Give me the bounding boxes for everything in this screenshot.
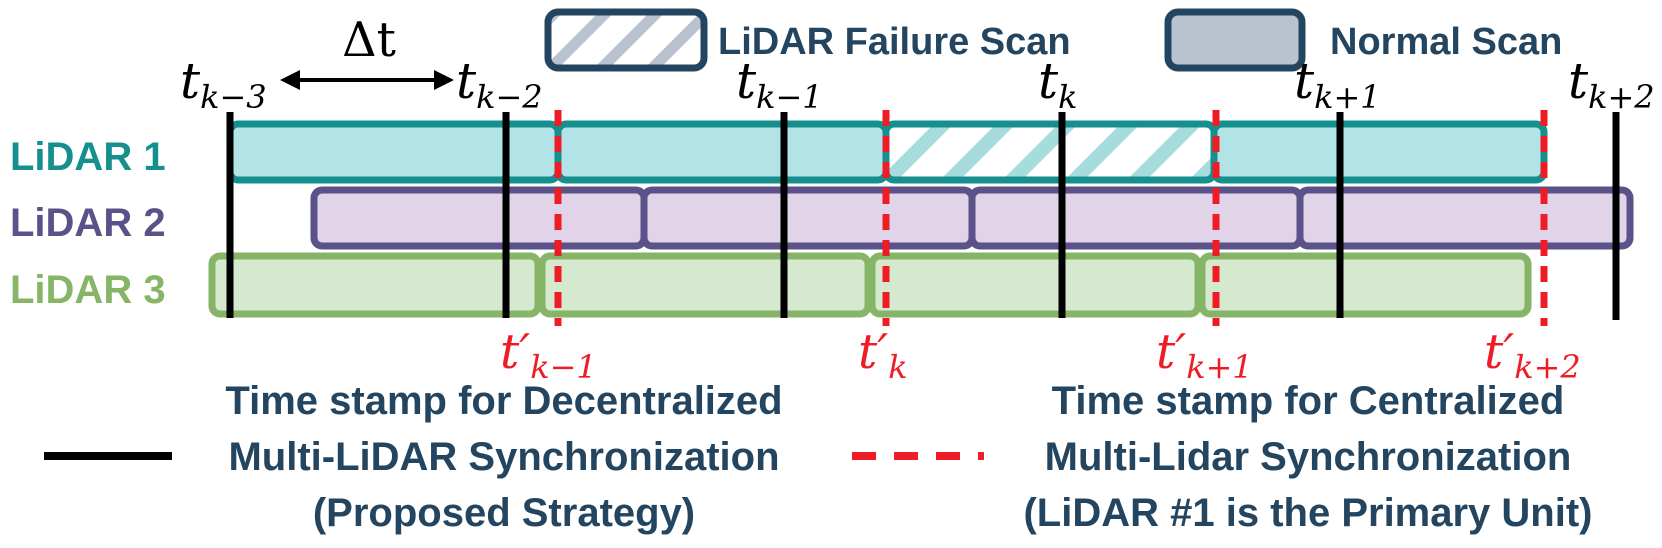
lidar-2-scan (310, 186, 648, 250)
timestamp-t-k+2: tk+2 (1568, 52, 1655, 116)
decentralized-caption-line-3: (Proposed Strategy) (313, 491, 695, 535)
decentralized-caption-line-1: Time stamp for Decentralized (225, 379, 782, 423)
delta-t-label: Δt (342, 12, 396, 68)
lidar-2-label: LiDAR 2 (10, 201, 166, 245)
centralized-timestamp-lines (554, 110, 1548, 326)
lidar-2-scans (310, 186, 1634, 250)
arrow-left-head (280, 70, 300, 90)
lidar-labels: LiDAR 1 LiDAR 2 LiDAR 3 (10, 135, 166, 312)
lidar-2-scan (640, 186, 976, 250)
timestamp-t-k: tk (1038, 52, 1077, 116)
timestamp-t-k-3: tk−3 (180, 52, 267, 116)
timestamp-tprime-k: t′k (858, 324, 908, 386)
top-timestamps: tk−3 tk−2 tk−1 tk tk+1 tk+2 (180, 52, 1655, 116)
centralized-caption-line-3: (LiDAR #1 is the Primary Unit) (1023, 491, 1592, 535)
normal-scan-swatch (1164, 8, 1306, 72)
bottom-legend: Time stamp for Decentralized Multi-LiDAR… (44, 379, 1593, 535)
failure-scan-swatch (544, 8, 708, 72)
timestamp-t-k-2: tk−2 (456, 52, 543, 116)
timestamp-tprime-k+2: t′k+2 (1484, 324, 1581, 386)
decentralized-caption-line-2: Multi-LiDAR Synchronization (228, 435, 779, 479)
lidar-2-scan (1296, 186, 1634, 250)
lidar-1-label: LiDAR 1 (10, 135, 166, 179)
bottom-timestamps: t′k−1 t′k t′k+1 t′k+2 (500, 324, 1581, 386)
normal-scan-label: Normal Scan (1330, 21, 1562, 63)
lidar-3-scan (1198, 252, 1532, 318)
lidar-1-failure-scan (882, 120, 1218, 184)
lidar-3-label: LiDAR 3 (10, 268, 166, 312)
lidar-3-scan (538, 252, 872, 318)
timestamp-t-k-1: tk−1 (736, 52, 823, 116)
failure-scan-label: LiDAR Failure Scan (718, 21, 1071, 63)
centralized-caption-line-1: Time stamp for Centralized (1052, 379, 1565, 423)
timestamp-tprime-k-1: t′k−1 (500, 324, 597, 386)
lidar-1-scan (554, 120, 890, 184)
lidar-1-scan (1210, 120, 1548, 184)
timestamp-t-k+1: tk+1 (1294, 52, 1381, 116)
arrow-right-head (434, 70, 454, 90)
lidar-3-scans (208, 252, 1532, 318)
decentralized-timestamp-lines (226, 112, 1620, 320)
centralized-caption-line-2: Multi-Lidar Synchronization (1045, 435, 1572, 479)
lidar-2-scan (968, 186, 1304, 250)
lidar-3-scan (208, 252, 542, 318)
legend: LiDAR Failure Scan Normal Scan (544, 8, 1562, 72)
timestamp-tprime-k+1: t′k+1 (1156, 324, 1253, 386)
delta-t-indicator: Δt (280, 12, 454, 90)
lidar-3-scan (868, 252, 1202, 318)
